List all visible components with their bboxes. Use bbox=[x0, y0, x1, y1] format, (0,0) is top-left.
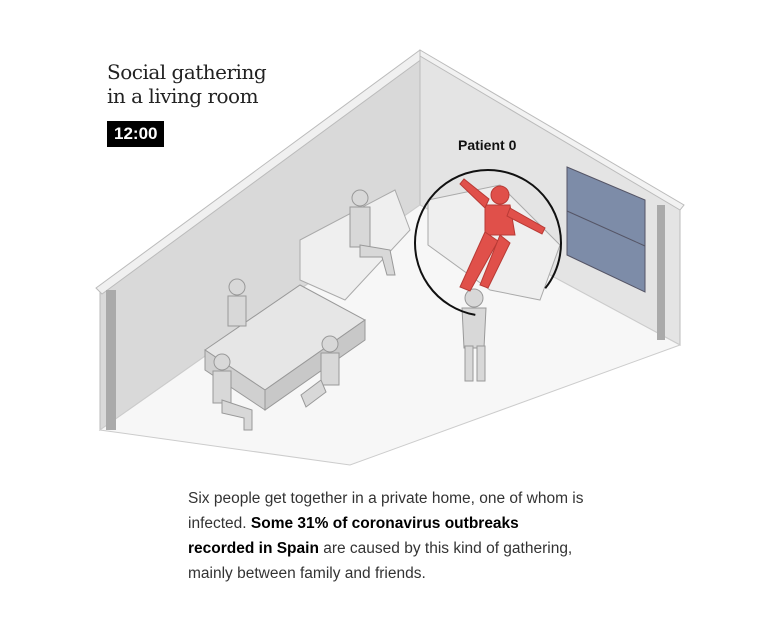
title-line-2: in a living room bbox=[107, 84, 259, 108]
person bbox=[212, 353, 253, 431]
time-badge: 12:00 bbox=[107, 121, 165, 147]
title-line-1: Social gathering bbox=[107, 60, 267, 84]
patient-zero-circle bbox=[413, 169, 562, 317]
caption-text: are caused by this kind of gathering, ma… bbox=[188, 540, 573, 582]
patient-zero-label: Patient 0 bbox=[458, 137, 517, 153]
page-title: Social gathering in a living room bbox=[107, 60, 267, 108]
person bbox=[227, 278, 247, 327]
caption-highlight: Some 31% of coronavirus outbreaks record… bbox=[188, 515, 519, 557]
person bbox=[461, 288, 487, 382]
person bbox=[349, 189, 396, 276]
caption-text: Six people get together in a private hom… bbox=[188, 490, 584, 532]
right-wall-top bbox=[419, 49, 685, 211]
person bbox=[300, 335, 340, 408]
wall-edge bbox=[106, 290, 116, 430]
wall-edge bbox=[657, 205, 665, 340]
patient-zero-figure bbox=[459, 178, 546, 292]
window bbox=[566, 166, 646, 293]
caption: Six people get together in a private hom… bbox=[188, 486, 588, 586]
